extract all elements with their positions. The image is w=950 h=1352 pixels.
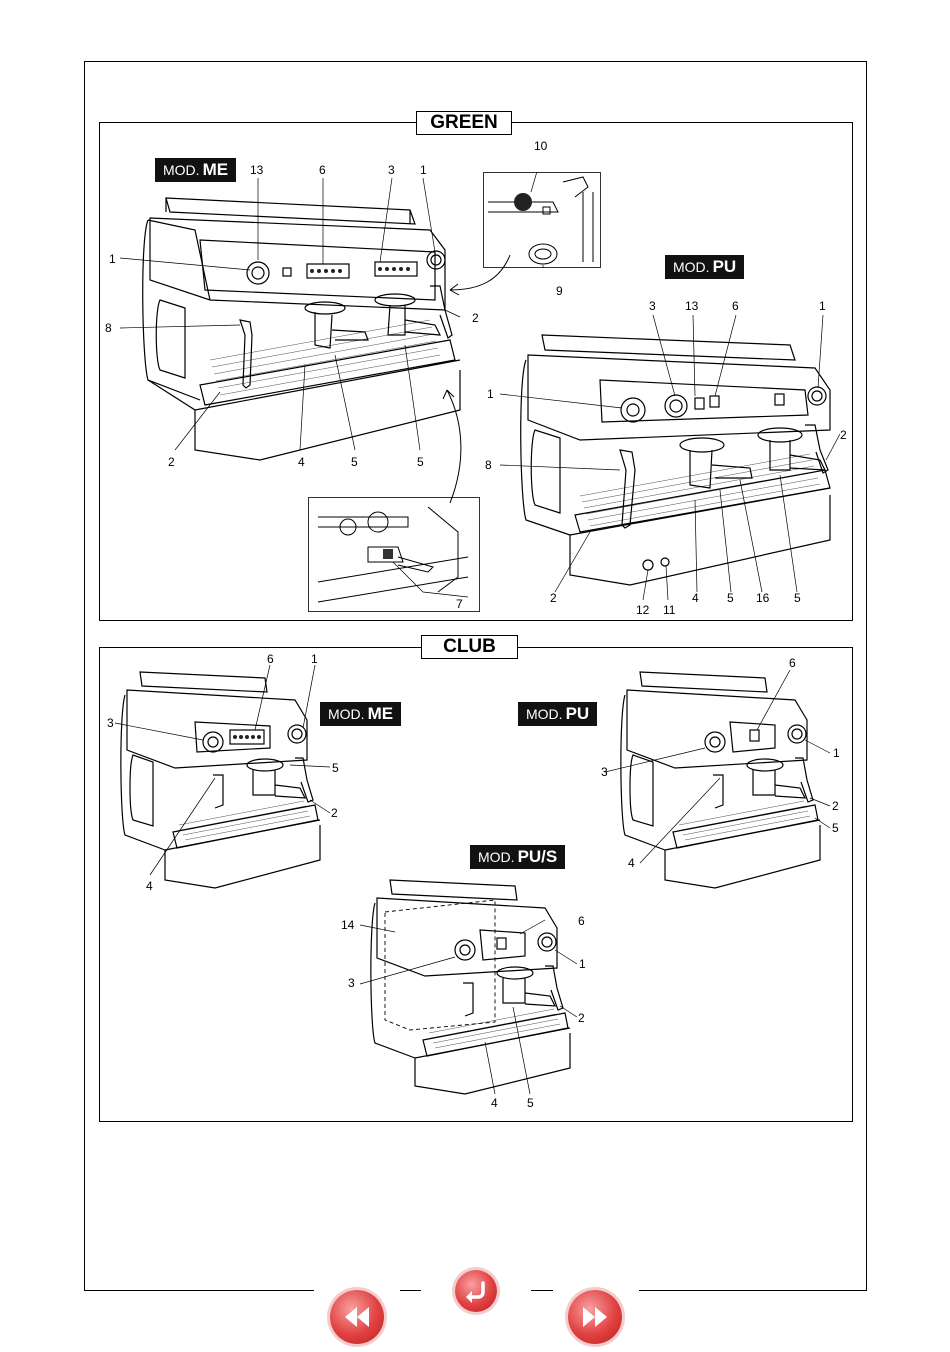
callout-club-me-3: 3 xyxy=(107,717,114,729)
previous-page-button[interactable] xyxy=(330,1290,384,1344)
callout-club-pu-2: 2 xyxy=(832,800,839,812)
fast-forward-icon xyxy=(568,1290,622,1344)
espresso-machine-club-pu-drawing xyxy=(605,660,845,895)
callout-green-pu-5a: 5 xyxy=(727,592,734,604)
callout-green-pu-11: 11 xyxy=(663,604,675,616)
callout-green-me-5a: 5 xyxy=(351,456,358,468)
espresso-machine-green-me-drawing xyxy=(100,160,490,470)
callout-club-pus-2: 2 xyxy=(578,1012,585,1024)
badge-model: PU xyxy=(713,257,737,276)
callout-green-me-1a: 1 xyxy=(420,164,427,176)
green-section-title: GREEN xyxy=(416,111,512,135)
callout-club-me-4: 4 xyxy=(146,880,153,892)
badge-prefix: MOD. xyxy=(526,706,563,722)
callout-club-pu-1: 1 xyxy=(833,747,840,759)
callout-club-pus-5: 5 xyxy=(527,1097,534,1109)
callout-green-pu-12: 12 xyxy=(636,604,649,616)
callout-green-me-2b: 2 xyxy=(168,456,175,468)
callout-club-me-1: 1 xyxy=(311,653,318,665)
callout-club-me-2: 2 xyxy=(331,807,338,819)
callout-club-pus-4: 4 xyxy=(491,1097,498,1109)
callout-club-pus-3: 3 xyxy=(348,977,355,989)
callout-green-pu-5b: 5 xyxy=(794,592,801,604)
pointer-arrow-top xyxy=(440,250,520,300)
callout-green-me-5b: 5 xyxy=(417,456,424,468)
callout-green-pu-3: 3 xyxy=(649,300,656,312)
callout-green-me-13: 13 xyxy=(250,164,263,176)
espresso-machine-club-me-drawing xyxy=(115,660,355,895)
callout-green-pu-1b: 1 xyxy=(487,388,494,400)
callout-club-pu-6: 6 xyxy=(789,657,796,669)
return-icon xyxy=(455,1270,497,1312)
pointer-arrow-bottom xyxy=(435,385,475,505)
callout-green-me-3: 3 xyxy=(388,164,395,176)
callout-green-me-6: 6 xyxy=(319,164,326,176)
badge-model: PU xyxy=(566,704,590,723)
callout-green-pu-8: 8 xyxy=(485,459,492,471)
callout-club-pus-6: 6 xyxy=(578,915,585,927)
callout-green-pu-2a: 2 xyxy=(840,429,847,441)
badge-prefix: MOD. xyxy=(478,849,515,865)
callout-inset-7: 7 xyxy=(456,598,463,610)
callout-green-me-1b: 1 xyxy=(109,253,116,265)
callout-green-pu-13: 13 xyxy=(685,300,698,312)
next-page-button[interactable] xyxy=(568,1290,622,1344)
badge-model: PU/S xyxy=(518,847,558,866)
callout-green-pu-4: 4 xyxy=(692,592,699,604)
callout-green-me-4: 4 xyxy=(298,456,305,468)
callout-club-me-5: 5 xyxy=(332,762,339,774)
callout-green-me-2a: 2 xyxy=(472,312,479,324)
rewind-icon xyxy=(330,1290,384,1344)
model-badge-club-pu: MOD.PU xyxy=(518,702,597,726)
badge-prefix: MOD. xyxy=(673,259,710,275)
callout-green-pu-1a: 1 xyxy=(819,300,826,312)
model-badge-club-pus: MOD.PU/S xyxy=(470,845,565,869)
club-section-title: CLUB xyxy=(421,635,518,659)
callout-green-me-8: 8 xyxy=(105,322,112,334)
detail-inset-valve-drawing xyxy=(308,497,480,612)
espresso-machine-club-pus-drawing xyxy=(355,872,595,1102)
callout-inset-9: 9 xyxy=(556,285,563,297)
callout-green-pu-6: 6 xyxy=(732,300,739,312)
callout-club-pu-5: 5 xyxy=(832,822,839,834)
espresso-machine-green-pu-drawing xyxy=(490,310,850,600)
back-button[interactable] xyxy=(455,1270,497,1312)
callout-green-pu-2b: 2 xyxy=(550,592,557,604)
callout-club-pu-3: 3 xyxy=(601,766,608,778)
model-badge-green-pu: MOD.PU xyxy=(665,255,744,279)
callout-club-me-6: 6 xyxy=(267,653,274,665)
callout-club-pus-14: 14 xyxy=(341,919,354,931)
badge-model: ME xyxy=(368,704,394,723)
callout-club-pus-1: 1 xyxy=(579,958,586,970)
callout-club-pu-4: 4 xyxy=(628,857,635,869)
callout-green-pu-16: 16 xyxy=(756,592,769,604)
callout-inset-10: 10 xyxy=(534,140,547,152)
